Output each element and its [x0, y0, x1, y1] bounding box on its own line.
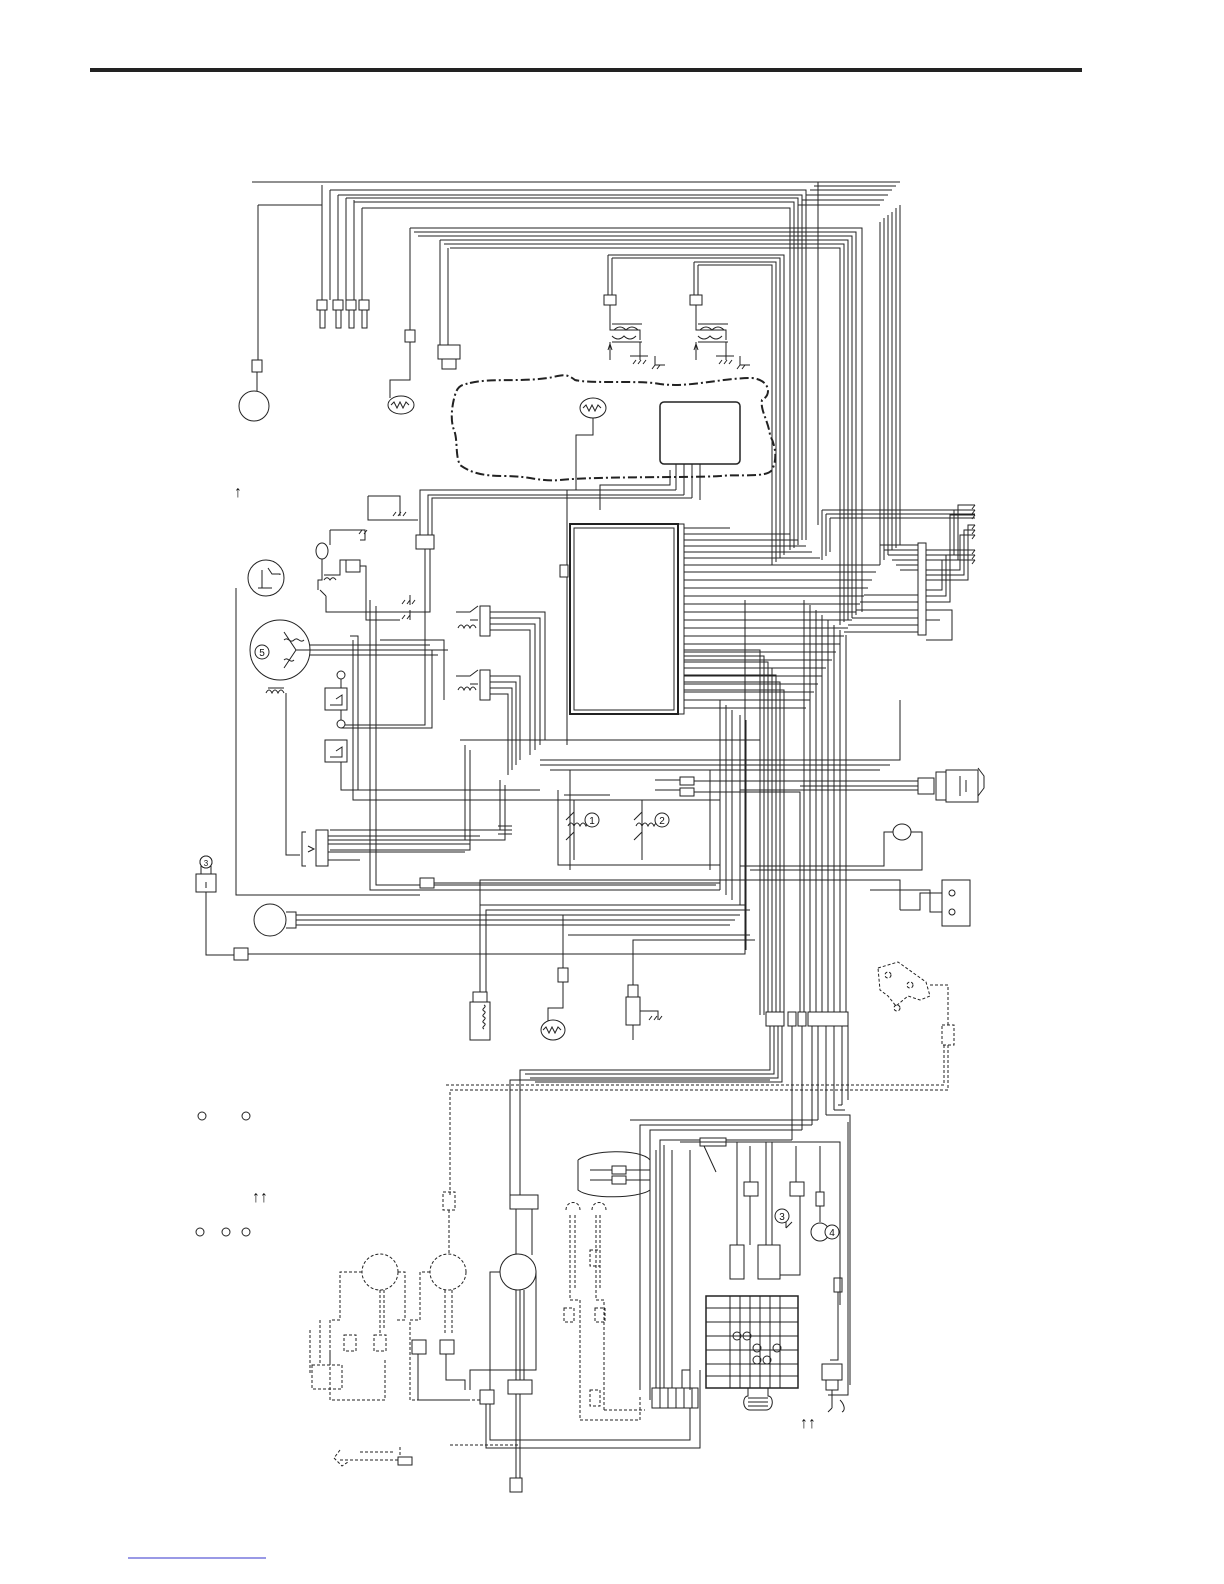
fuse-connectors: [652, 1145, 698, 1408]
temperature-sensor-left: [388, 330, 415, 414]
indicator-3-number: 3: [204, 859, 209, 868]
legend-icons: [196, 1112, 250, 1236]
fuse-4-number: 4: [829, 1228, 835, 1239]
double-up-arrow-marker-2: ↑↑: [800, 1415, 816, 1432]
spark-plug-sensor: [626, 940, 755, 1040]
ignition-coil-2: [690, 295, 750, 369]
relay-1-number: 1: [589, 816, 595, 827]
temperature-sensor-bottom: [541, 915, 750, 1040]
right-motor: [740, 824, 922, 870]
double-up-arrow-marker: ↑↑: [252, 1189, 268, 1206]
dashed-coils: [310, 1192, 480, 1400]
ignition-switch: [822, 1122, 848, 1412]
relay-2-number: 2: [659, 816, 665, 827]
bottom-connector-pairs: [412, 1340, 470, 1400]
injector-connectors: [317, 300, 369, 328]
main-fuse: [302, 826, 512, 866]
handlebar-switches: [578, 1152, 650, 1197]
up-arrow-marker: ↑: [234, 484, 242, 501]
right-connector-plug: [740, 768, 984, 802]
header-rule: [90, 68, 1082, 72]
map-sensor: [438, 345, 460, 369]
ignition-coil-1: [604, 295, 665, 369]
lower-round-component: [254, 878, 740, 936]
relay-2: [634, 800, 660, 860]
relay-3-number: 3: [779, 1212, 785, 1223]
top-left-sensor: [239, 205, 269, 421]
pump-motor-number: 5: [259, 648, 265, 659]
fuse-box: [706, 1296, 798, 1410]
middle-relays: [380, 606, 545, 775]
generator: [250, 620, 438, 855]
